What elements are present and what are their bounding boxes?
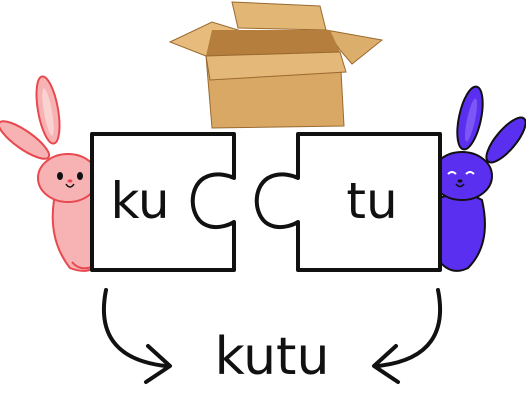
curved-arrow-down-right-icon [101, 288, 172, 384]
left-syllable: ku [110, 172, 169, 230]
left-puzzle-piece: ku [90, 132, 236, 272]
right-syllable: tu [346, 172, 397, 230]
purple-bunny-icon [431, 85, 526, 272]
combined-word: kutu [215, 327, 330, 387]
curved-arrow-down-left-icon [372, 288, 443, 384]
cardboard-box-icon [168, 1, 384, 129]
pink-bunny-icon [0, 75, 101, 272]
right-puzzle-piece: tu [254, 132, 442, 272]
